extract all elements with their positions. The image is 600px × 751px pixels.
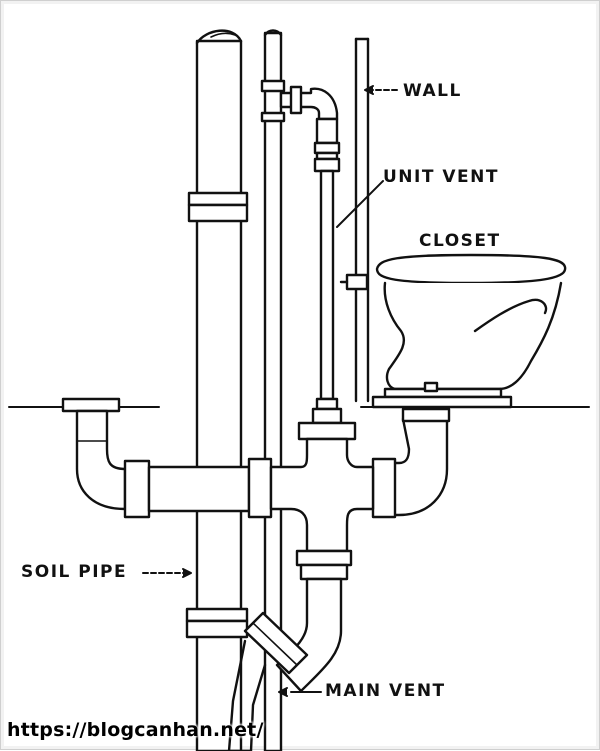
closet-bowl bbox=[341, 255, 565, 407]
wall-arrow bbox=[365, 86, 373, 94]
wall-label: WALL bbox=[403, 81, 462, 101]
horizontal-branch bbox=[125, 459, 271, 517]
soil-pipe bbox=[187, 31, 247, 751]
main-vent-label: MAIN VENT bbox=[325, 681, 446, 701]
wall bbox=[356, 39, 368, 401]
floor-drain bbox=[63, 399, 125, 509]
soil-pipe-label: SOIL PIPE bbox=[21, 562, 127, 582]
closet-drain bbox=[373, 409, 449, 517]
unit-vent-label: UNIT VENT bbox=[383, 167, 499, 187]
watermark-url: https://blogcanhan.net/ bbox=[7, 719, 264, 741]
unit-vent-pipe bbox=[281, 87, 341, 423]
closet-label: CLOSET bbox=[419, 231, 501, 251]
sanitary-cross bbox=[271, 423, 373, 551]
